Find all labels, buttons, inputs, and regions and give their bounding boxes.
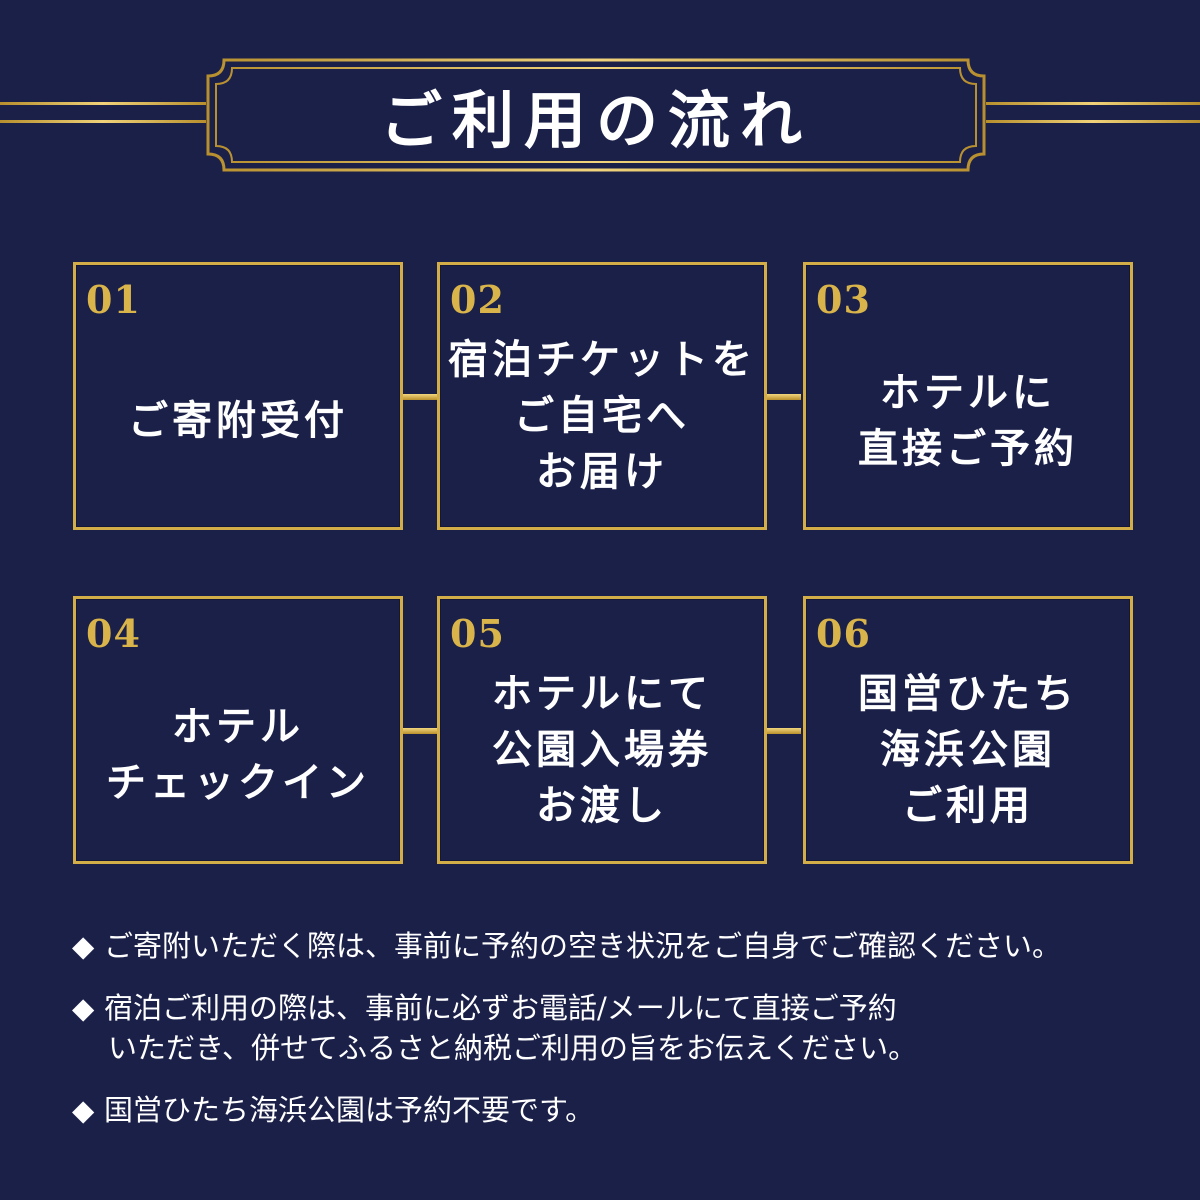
step-label-line: お渡し	[536, 782, 668, 829]
step-label-line: 海浜公園	[880, 726, 1056, 773]
note-text: 宿泊ご利用の際は、事前に必ずお電話/メールにて直接ご予約	[104, 991, 897, 1025]
page-title: ご利用の流れ	[379, 84, 812, 157]
step-label-line: 宿泊チケットを	[448, 336, 756, 383]
step-card-06: 06 国営ひたち 海浜公園 ご利用	[803, 596, 1133, 864]
step-label-line: 公園入場券	[492, 726, 712, 773]
step-number: 03	[816, 277, 871, 322]
note-item: ◆ 国営ひたち海浜公園は予約不要です。	[72, 1090, 1152, 1130]
step-label-line: 国営ひたち	[858, 670, 1078, 717]
notes-list: ◆ ご寄附いただく際は、事前に予約の空き状況をご自身でご確認ください。 ◆ 宿泊ご利…	[72, 926, 1152, 1152]
step-label-line: ホテルに	[880, 369, 1056, 416]
step-connector	[403, 728, 437, 734]
diamond-bullet-icon: ◆	[72, 991, 95, 1025]
note-text: ご寄附いただく際は、事前に予約の空き状況をご自身でご確認ください。	[104, 929, 1062, 963]
step-label: ホテルにて 公園入場券 お渡し	[440, 649, 764, 851]
step-card-04: 04 ホテル チェックイン	[73, 596, 403, 864]
step-label-line: ホテル	[172, 703, 304, 750]
step-number: 05	[450, 611, 505, 656]
step-label-line: お届け	[536, 448, 668, 495]
step-number: 04	[86, 611, 141, 656]
step-label: 国営ひたち 海浜公園 ご利用	[806, 649, 1130, 851]
step-card-03: 03 ホテルに 直接ご予約	[803, 262, 1133, 530]
step-connector	[403, 394, 437, 400]
note-text: 国営ひたち海浜公園は予約不要です。	[104, 1093, 595, 1127]
step-number: 01	[86, 277, 141, 322]
step-label-line: ご利用	[902, 782, 1034, 829]
diamond-bullet-icon: ◆	[72, 929, 95, 963]
step-connector	[767, 728, 801, 734]
step-label: ホテルに 直接ご予約	[806, 325, 1130, 517]
step-label-line: チェックイン	[106, 759, 370, 806]
header-line-right-top	[986, 102, 1200, 105]
step-connector	[767, 394, 801, 400]
step-label: ホテル チェックイン	[76, 659, 400, 851]
step-label-line: ご寄附受付	[128, 397, 348, 444]
step-card-02: 02 宿泊チケットを ご自宅へ お届け	[437, 262, 767, 530]
note-item: ◆ ご寄附いただく際は、事前に予約の空き状況をご自身でご確認ください。	[72, 926, 1152, 966]
step-card-01: 01 ご寄附受付	[73, 262, 403, 530]
step-number: 02	[450, 277, 505, 322]
header-line-left-top	[0, 102, 206, 105]
step-label: ご寄附受付	[76, 325, 400, 517]
header-frame	[206, 58, 986, 172]
step-card-05: 05 ホテルにて 公園入場券 お渡し	[437, 596, 767, 864]
step-label-line: ホテルにて	[492, 670, 712, 717]
diamond-bullet-icon: ◆	[72, 1093, 95, 1127]
header-line-left-bottom	[0, 120, 206, 123]
header-line-right-bottom	[986, 120, 1200, 123]
step-label: 宿泊チケットを ご自宅へ お届け	[440, 315, 764, 517]
step-number: 06	[816, 611, 871, 656]
note-text: いただき、併せてふるさと納税ご利用の旨をお伝えください。	[108, 1031, 918, 1065]
note-item: ◆ 宿泊ご利用の際は、事前に必ずお電話/メールにて直接ご予約 いただき、併せてふる…	[72, 988, 1152, 1068]
step-label-line: ご自宅へ	[514, 392, 690, 439]
step-label-line: 直接ご予約	[858, 425, 1078, 472]
